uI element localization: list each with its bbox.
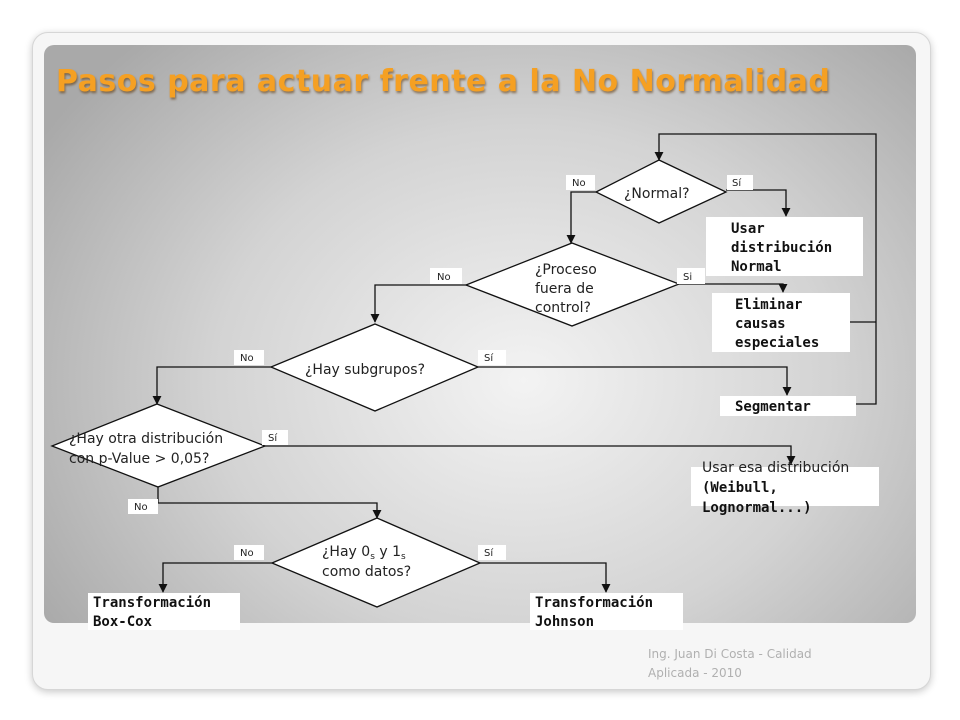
decision-proceso-diamond xyxy=(464,242,681,327)
footer-credit: Ing. Juan Di Costa - Calidad Aplicada - … xyxy=(648,647,812,680)
result-usar-esa-box xyxy=(691,467,879,506)
decision-otra-line2: con p-Value > 0,05? xyxy=(69,451,209,467)
result-normal-line1: Usar xyxy=(731,221,765,237)
connector-loop-back xyxy=(654,133,877,405)
connector-otra-si xyxy=(265,445,796,465)
result-usar-esa-line3: Lognormal...) xyxy=(702,500,812,516)
label-proceso-si: Si xyxy=(683,272,692,283)
decision-proceso-line2: fuera de xyxy=(535,281,594,297)
decision-normal-text: ¿Normal? xyxy=(624,186,690,202)
decision-ceros-diamond xyxy=(270,517,482,608)
decision-normal-diamond xyxy=(594,159,728,224)
decision-ceros-line1: ¿Hay 0s y 1s xyxy=(322,544,406,562)
result-johnson-box xyxy=(530,593,683,630)
result-normal-box xyxy=(706,217,863,276)
result-boxcox-line1: Transformación xyxy=(93,595,211,611)
connector-normal-si xyxy=(726,189,791,217)
decision-proceso-line1: ¿Proceso xyxy=(535,262,597,278)
result-segmentar-text: Segmentar xyxy=(735,399,811,415)
result-boxcox-box xyxy=(88,593,240,630)
connector-ceros-no xyxy=(158,562,272,593)
connector-ceros-si xyxy=(480,562,611,593)
result-usar-esa-line2: (Weibull, xyxy=(702,480,778,496)
label-ceros-si: Sí xyxy=(484,547,494,559)
result-johnson-line1: Transformación xyxy=(535,595,653,611)
result-eliminar-box xyxy=(712,293,850,352)
result-johnson-line2: Johnson xyxy=(535,614,594,630)
result-normal-line3: Normal xyxy=(731,259,782,275)
label-otra-no: No xyxy=(134,502,148,513)
branch-label-boxes xyxy=(128,175,753,560)
connector-subgrupos-no xyxy=(152,366,272,405)
result-boxcox-line2: Box-Cox xyxy=(93,614,153,630)
decision-subgrupos-diamond xyxy=(269,323,480,412)
label-normal-si: Sí xyxy=(732,177,742,189)
decision-otra-line1: ¿Hay otra distribución xyxy=(69,431,223,447)
result-segmentar-box xyxy=(720,396,856,416)
label-proceso-no: No xyxy=(437,272,451,283)
result-eliminar-line3: especiales xyxy=(735,335,819,351)
decision-ceros-line2: como datos? xyxy=(322,564,411,580)
result-eliminar-line1: Eliminar xyxy=(735,297,802,313)
connector-normal-no xyxy=(566,191,596,244)
connector-otra-no xyxy=(157,487,382,519)
decision-otra-diamond xyxy=(50,403,267,488)
decision-subgrupos-text: ¿Hay subgrupos? xyxy=(305,362,425,378)
result-usar-esa-line1: Usar esa distribución xyxy=(702,460,849,476)
decision-proceso-line3: control? xyxy=(535,300,591,316)
result-normal-line2: distribución xyxy=(731,240,832,256)
connector-proceso-si xyxy=(679,283,788,293)
result-eliminar-line2: causas xyxy=(735,316,786,332)
label-subgrupos-no: No xyxy=(240,353,254,364)
connectors xyxy=(152,133,877,593)
connector-proceso-no xyxy=(370,284,468,323)
label-subgrupos-si: Sí xyxy=(484,352,494,364)
label-normal-no: No xyxy=(572,178,586,189)
label-ceros-no: No xyxy=(240,548,254,559)
label-otra-si: Sí xyxy=(268,432,278,444)
slide-title: Pasos para actuar frente a la No Normali… xyxy=(56,64,831,99)
connector-subgrupos-si xyxy=(478,366,792,396)
